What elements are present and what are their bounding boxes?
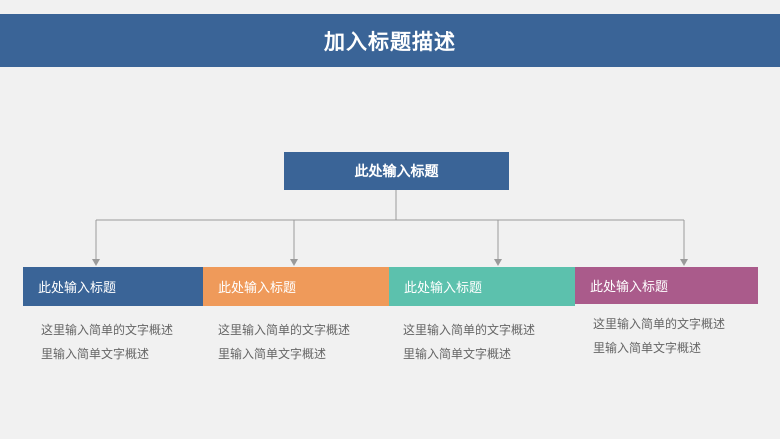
description-line: 这里输入简单的文字概述: [403, 323, 536, 337]
branch-description-1: 这里输入简单的文字概述 里输入简单文字概述: [41, 318, 173, 366]
description-line: 里输入简单文字概述: [218, 347, 327, 361]
description-line: 里输入简单文字概述: [403, 347, 512, 361]
description-line: 这里输入简单的文字概述: [218, 323, 351, 337]
branch-node-label: 此处输入标题: [218, 281, 297, 296]
description-line: 这里输入简单的文字概述: [593, 317, 726, 331]
branch-description-4: 这里输入简单的文字概述 里输入简单文字概述: [593, 312, 725, 360]
branch-node-label: 此处输入标题: [38, 281, 117, 296]
page-title: 加入标题描述: [324, 29, 456, 54]
branch-node-label: 此处输入标题: [404, 281, 483, 296]
description-line: 里输入简单文字概述: [593, 341, 702, 355]
root-node-label: 此处输入标题: [354, 164, 439, 180]
arrow-head-branch-4: [680, 259, 688, 266]
arrow-head-branch-3: [494, 259, 502, 266]
branch-node-3: 此处输入标题: [389, 267, 575, 306]
arrow-head-branch-2: [290, 259, 298, 266]
description-line: 这里输入简单的文字概述: [41, 323, 174, 337]
branch-node-1: 此处输入标题: [23, 267, 203, 306]
header-bar: 加入标题描述: [0, 14, 780, 67]
description-line: 里输入简单文字概述: [41, 347, 150, 361]
arrow-head-branch-1: [92, 259, 100, 266]
branch-description-2: 这里输入简单的文字概述 里输入简单文字概述: [218, 318, 350, 366]
branch-node-4: 此处输入标题: [575, 267, 758, 304]
root-node: 此处输入标题: [284, 152, 509, 190]
branch-node-label: 此处输入标题: [590, 280, 669, 295]
branch-node-2: 此处输入标题: [203, 267, 389, 306]
branch-description-3: 这里输入简单的文字概述 里输入简单文字概述: [403, 318, 535, 366]
